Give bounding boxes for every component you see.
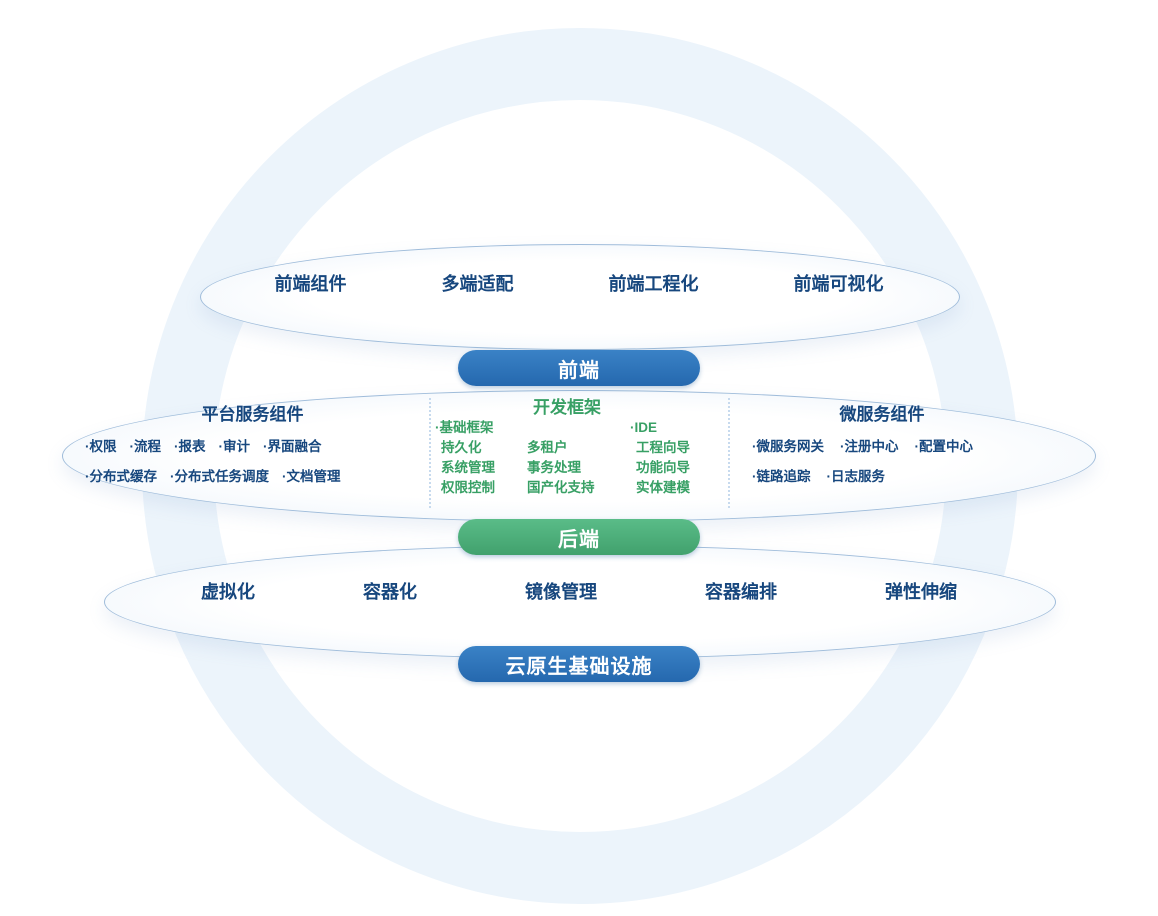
platform-item: ·分布式缓存 bbox=[85, 469, 157, 484]
dev-framework-column: 多租户 事务处理 国产化支持 bbox=[527, 421, 630, 496]
frontend-item: 前端工程化 bbox=[608, 274, 699, 294]
platform-item: ·界面融合 bbox=[263, 439, 322, 454]
dev-framework-section: 开发框架 ·基础框架 持久化 系统管理 权限控制 多租户 事务处理 国产化支持 … bbox=[432, 398, 702, 496]
framework-item: ·基础框架 bbox=[435, 420, 494, 435]
platform-services-section: 平台服务组件 ·权限 ·流程 ·报表 ·审计 ·界面融合 ·分布式缓存 ·分布式… bbox=[80, 405, 425, 485]
frontend-item: 前端组件 bbox=[274, 274, 347, 294]
microservice-row: ·微服务网关 ·注册中心 ·配置中心 bbox=[742, 439, 1022, 455]
microservice-item: ·配置中心 bbox=[914, 439, 974, 454]
framework-item: ·IDE bbox=[630, 420, 657, 435]
microservice-item: ·日志服务 bbox=[826, 469, 886, 484]
frontend-pill: 前端 bbox=[458, 350, 700, 386]
framework-item: 系统管理 bbox=[441, 460, 495, 475]
dev-framework-title: 开发框架 bbox=[533, 398, 601, 417]
infrastructure-item: 容器化 bbox=[363, 582, 417, 602]
platform-item: ·权限 bbox=[85, 439, 117, 454]
platform-item: ·审计 bbox=[218, 439, 251, 454]
platform-item: ·文档管理 bbox=[282, 469, 341, 484]
platform-services-title: 平台服务组件 bbox=[201, 405, 304, 424]
frontend-ellipse bbox=[200, 244, 960, 350]
platform-services-row: ·分布式缓存 ·分布式任务调度 ·文档管理 bbox=[80, 469, 425, 485]
framework-item: 权限控制 bbox=[441, 480, 495, 495]
dotted-divider bbox=[728, 398, 730, 508]
frontend-item: 前端可视化 bbox=[793, 274, 884, 294]
framework-item: 国产化支持 bbox=[527, 480, 595, 495]
microservice-row: ·链路追踪 ·日志服务 bbox=[742, 469, 1022, 485]
platform-item: ·流程 bbox=[129, 439, 162, 454]
dev-framework-column: ·基础框架 持久化 系统管理 权限控制 bbox=[432, 420, 527, 496]
platform-services-row: ·权限 ·流程 ·报表 ·审计 ·界面融合 bbox=[80, 439, 425, 455]
frontend-item: 多端适配 bbox=[441, 274, 514, 294]
framework-item: 事务处理 bbox=[527, 460, 581, 475]
platform-item: ·报表 bbox=[174, 439, 206, 454]
framework-item: 持久化 bbox=[441, 440, 482, 455]
framework-item: 实体建模 bbox=[636, 480, 690, 495]
infrastructure-item: 镜像管理 bbox=[525, 582, 597, 602]
infrastructure-item: 弹性伸缩 bbox=[885, 582, 957, 602]
infrastructure-pill: 云原生基础设施 bbox=[458, 646, 700, 682]
framework-item: 工程向导 bbox=[636, 440, 690, 455]
dev-framework-columns: ·基础框架 持久化 系统管理 权限控制 多租户 事务处理 国产化支持 ·IDE … bbox=[432, 420, 702, 496]
infrastructure-item: 容器编排 bbox=[705, 582, 777, 602]
microservice-item: ·注册中心 bbox=[840, 439, 899, 454]
microservice-title: 微服务组件 bbox=[839, 405, 925, 424]
infrastructure-items: 虚拟化 容器化 镜像管理 容器编排 弹性伸缩 bbox=[104, 580, 1054, 604]
infrastructure-item: 虚拟化 bbox=[201, 582, 255, 602]
framework-item: 多租户 bbox=[527, 440, 568, 455]
microservice-section: 微服务组件 ·微服务网关 ·注册中心 ·配置中心 ·链路追踪 ·日志服务 bbox=[742, 405, 1022, 485]
dev-framework-column: ·IDE 工程向导 功能向导 实体建模 bbox=[630, 420, 690, 496]
frontend-pill-label: 前端 bbox=[558, 359, 600, 382]
microservice-item: ·链路追踪 bbox=[752, 469, 811, 484]
microservice-item: ·微服务网关 bbox=[752, 439, 824, 454]
frontend-items: 前端组件 多端适配 前端工程化 前端可视化 bbox=[200, 272, 958, 296]
dotted-divider bbox=[429, 398, 431, 508]
framework-spacer bbox=[527, 421, 630, 436]
framework-item: 功能向导 bbox=[636, 460, 690, 475]
backend-pill-label: 后端 bbox=[558, 528, 600, 551]
backend-pill: 后端 bbox=[458, 519, 700, 555]
backend-ellipse bbox=[62, 390, 1096, 522]
platform-item: ·分布式任务调度 bbox=[170, 469, 269, 484]
infrastructure-pill-label: 云原生基础设施 bbox=[505, 655, 653, 678]
